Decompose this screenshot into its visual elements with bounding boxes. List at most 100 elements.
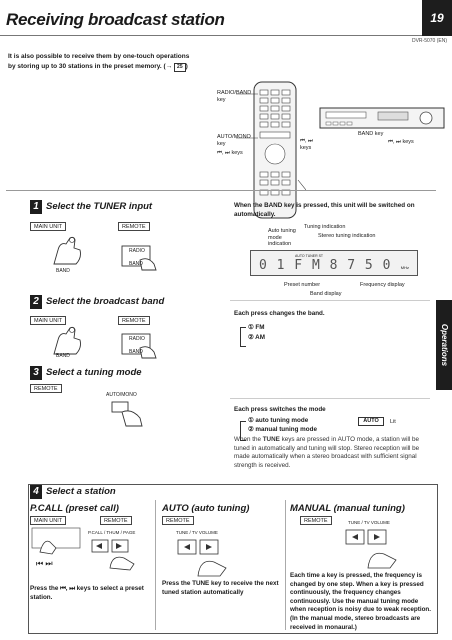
auto-title: AUTO (auto tuning) [162,503,250,514]
lcd-mode-tags: AUTO TUNER ST [295,254,324,258]
radio-band-key-label: RADIO/BAND key [217,90,252,103]
main-unit-tag: MAIN UNIT [30,222,67,231]
band-label: BAND [56,268,70,274]
preset-number-label: Preset number [284,282,321,288]
explanation-text-b: keys are pressed in AUTO mode, a station… [234,436,420,469]
step-2-description: Each press changes the band. [234,310,325,317]
intro-line-2-text: by storing up to 30 stations in the pres… [8,63,162,70]
manual-title: MANUAL (manual tuning) [290,503,405,514]
tune-key-label: TUNE / TV VOLUME [348,520,390,525]
remote-tag: REMOTE [30,384,62,393]
remote-tag: REMOTE [118,222,150,231]
tune-keys-text: keys [300,144,312,151]
main-unit-tag: MAIN UNIT [30,316,67,325]
radio-label: RADIO [129,336,145,342]
skip-icon: ⏮, ⏭ [388,139,401,145]
auto-mono-button-icon [111,401,143,427]
unit-keys-text: keys [402,139,414,145]
hand-press-icon [53,326,81,355]
page-number: 19 [422,0,452,36]
lcd-frequency: 0 1 F M 8 7 5 0 [259,258,392,273]
radio-band-button-icon [121,333,157,359]
intro-line-1: It is also possible to receive them by o… [8,53,190,60]
hand-press-icon [53,236,81,265]
step-3-badge: 3 [30,366,42,380]
page-ref: 25 [174,63,186,72]
step-4-frame [28,484,438,634]
tune-keys-label: ⏮, ⏭keys [300,138,313,151]
column-divider [230,300,430,301]
radio-label: RADIO [129,248,145,254]
radio-band-button-icon [121,245,157,271]
mode-option-manual: ② manual tuning mode [248,426,317,433]
main-unit-tag: MAIN UNIT [30,516,67,525]
cycle-bracket [240,327,246,347]
remote-tag: REMOTE [100,516,132,525]
band-label: BAND [56,353,70,359]
step-3-title: Select a tuning mode [46,367,142,378]
auto-tuning-mode-label: Auto tuning mode indication [268,228,296,247]
model-code: DVR-5070 (EN) [411,38,447,44]
band-display-label: Band display [310,291,342,297]
auto-mono-label: AUTO/MONO [106,392,137,398]
operations-side-tab: Operations [436,300,452,390]
side-tab-label: Operations [440,323,449,367]
mode-option-auto: ① auto tuning mode [248,417,309,424]
step-3-explanation: When the TUNE keys are pressed in AUTO m… [234,436,434,470]
auto-description: Press the TUNE key to receive the next t… [162,580,279,596]
manual-description: Each time a key is pressed, the frequenc… [290,572,432,631]
remote-skip-buttons-icon [91,539,135,571]
main-unit-figure [319,107,445,129]
step-1-badge: 1 [30,200,42,214]
lit-label: Lit [390,419,396,425]
section-divider [6,190,436,191]
lcd-display: AUTO TUNER ST 0 1 F M 8 7 5 0 MHz [250,250,418,276]
band-option-am: ② AM [248,334,265,341]
column-divider [155,500,156,630]
stereo-indication-label: Stereo tuning indication [318,233,376,239]
remote-tag: REMOTE [118,316,150,325]
skip-keys-text: keys [231,150,243,156]
band-key-label: BAND key [358,131,384,137]
skip-keys-label: ⏮, ⏭ keys [217,150,243,157]
intro-line-2: by storing up to 30 stations in the pres… [8,63,188,72]
tune-buttons-icon [345,529,397,569]
intro-text: It is also possible to receive them by o… [8,52,223,72]
frequency-display-label: Frequency display [360,282,405,288]
band-option-fm: ① FM [248,324,265,331]
band-button-label: BAND [129,349,143,355]
skip-icon: ⏮, ⏭ [217,150,230,156]
skip-icon: ⏮, ⏭ [300,138,313,144]
main-unit-skip-buttons-icon [31,527,81,555]
column-divider [285,500,286,630]
header-bar [0,0,452,36]
pcall-title: P.CALL (preset call) [30,503,119,514]
cycle-bracket [240,421,246,441]
arrow-icon: → [165,63,173,70]
column-divider [230,398,430,399]
page-title: Receiving broadcast station [6,10,225,29]
lcd-mhz: MHz [400,265,409,270]
step-1-description: When the BAND key is pressed, this unit … [234,202,415,218]
explanation-text-a: When the [234,436,263,443]
tune-key-label: TUNE / TV VOLUME [176,530,218,535]
auto-mono-key-label: AUTO/MONO key [217,134,251,147]
band-button-label: BAND [129,261,143,267]
prev-next-icon: ⏮ ⏭ [36,559,53,568]
auto-indicator: AUTO [358,417,384,426]
step-2-title: Select the broadcast band [46,296,165,307]
pcall-key-label: P.CALL / THUM / PAGE [88,530,136,535]
step-3-description: Each press switches the mode [234,406,326,413]
pcall-description: Press the ⏮, ⏭ keys to select a preset s… [30,585,144,601]
step-2-badge: 2 [30,295,42,309]
step-1-title: Select the TUNER input [46,201,153,212]
unit-keys-label: ⏮, ⏭ keys [388,139,414,146]
tune-buttons-icon [177,539,227,577]
remote-tag: REMOTE [300,516,332,525]
remote-control-figure [236,81,306,219]
explanation-tune: TUNE [262,436,280,443]
step-4-badge: 4 [30,485,42,499]
remote-tag: REMOTE [162,516,194,525]
tuning-indication-label: Tuning indication [304,224,346,230]
step-4-title: Select a station [46,486,116,497]
